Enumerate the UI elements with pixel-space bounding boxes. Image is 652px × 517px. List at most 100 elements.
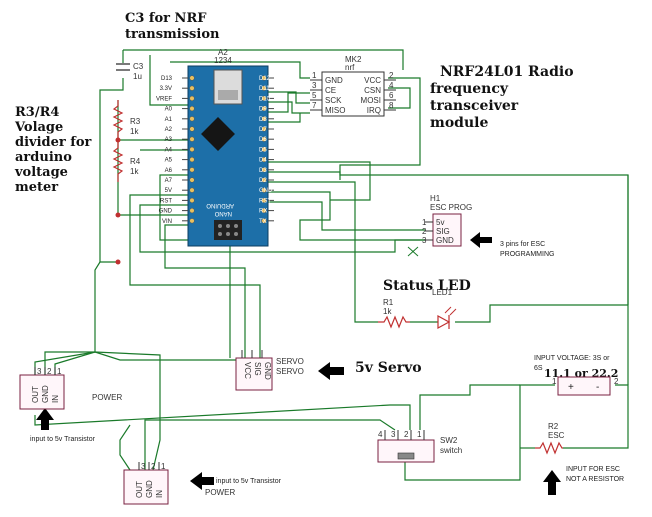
reg2-pin-num: 3 <box>141 462 146 471</box>
reg2-pin-label: OUT <box>135 481 144 498</box>
arduino-left-pin-label: VREF <box>156 96 172 102</box>
arduino-right-pin-label: D12 <box>259 76 271 82</box>
resistor-r1[interactable]: R1 1k <box>378 298 410 329</box>
mcu-chip-icon <box>201 117 235 151</box>
nrf-left-pin-num: 3 <box>312 81 317 90</box>
reg1-pin-num: 2 <box>47 367 52 376</box>
nrf-right-pin-label: IRQ <box>367 106 381 115</box>
board-text-2: NANO <box>214 210 232 216</box>
junction-dot <box>115 137 121 143</box>
nrf-left-pin-label: GND <box>325 76 343 85</box>
arduino-right-pin-label: RST <box>259 198 271 204</box>
nrf-left-pin-num: 7 <box>312 101 317 110</box>
arrow-up-transistor-icon <box>36 408 54 430</box>
reg2-pin-label: GND <box>145 480 154 498</box>
arduino-nano[interactable]: A2 1234 ARDUINO NANO D133.3VVREFA0A1A2A3… <box>156 48 274 247</box>
nrf-right-pin-num: 4 <box>389 81 394 90</box>
reg1-body <box>19 374 65 410</box>
sw2-pin-num: 1 <box>417 430 422 439</box>
reg2-label: POWER <box>205 488 235 497</box>
arduino-right-pin-label: D8 <box>259 117 267 123</box>
switch-toggle-icon <box>397 452 415 460</box>
arduino-left-pin-label: GND <box>159 209 173 215</box>
arduino-left-pin-label: A3 <box>165 137 173 143</box>
arduino-left-pin-label: A6 <box>165 168 173 174</box>
led-icon <box>437 314 451 330</box>
nrf-right-pin-label: VCC <box>364 76 381 85</box>
arduino-left-pin-label: A2 <box>165 127 173 133</box>
nrf-right-pin-num: 6 <box>389 91 394 100</box>
sw2-pin-num: 4 <box>378 430 383 439</box>
led1[interactable]: LED1 <box>432 288 457 330</box>
arduino-left-pin-label: VIN <box>162 219 172 225</box>
arduino-left-pin-label: A4 <box>165 147 173 153</box>
esc-pins-note-line2: PROGRAMMING <box>500 251 554 258</box>
arduino-right-pin-label: D6 <box>259 137 267 143</box>
servo-pin-label: VCC <box>243 362 252 379</box>
arduino-right-pin-label: D7 <box>259 127 267 133</box>
nrf-value: nrf <box>345 63 355 72</box>
nrf-title-line2: frequency <box>430 81 509 97</box>
nrf-title-line4: module <box>430 115 488 131</box>
arduino-right-pin-label: D10 <box>259 96 271 102</box>
capacitor-c3[interactable]: C3 1u <box>116 62 144 81</box>
arrow-left-esc-icon <box>470 232 492 248</box>
esc-input-note-line2: NOT A RESISTOR <box>566 476 624 483</box>
reg1-pin-label: GND <box>41 385 50 403</box>
r2-value: ESC <box>548 431 565 440</box>
junction-dot <box>115 212 121 218</box>
arduino-left-pin-label: A1 <box>165 117 173 123</box>
esc-prog-pin-label: SIG <box>436 227 450 236</box>
resistor-r3[interactable]: R3 1k <box>112 100 141 140</box>
reg2-body <box>123 469 169 505</box>
arduino-right-pin-label: D9 <box>259 107 267 113</box>
resistor-r2[interactable]: R2 ESC <box>535 422 565 455</box>
r3r4-title-line1: R3/R4 <box>15 105 59 120</box>
arduino-left-pin-label: A0 <box>165 107 173 113</box>
nrf-right-pin-num: 2 <box>389 71 394 80</box>
servo-label-top: SERVO <box>276 357 304 366</box>
servo-pin-label: GND <box>263 362 272 380</box>
arduino-left-pin-label: 3.3V <box>160 86 172 92</box>
nrf-title-line1: NRF24L01 Radio <box>440 64 574 80</box>
reg1-pin-label: OUT <box>31 386 40 403</box>
arduino-left-pin-label: 5V <box>165 188 172 194</box>
nrf-right-pin-num: 8 <box>389 101 394 110</box>
reg1-label: POWER <box>92 393 122 402</box>
nrf-ref: MK2 <box>345 55 362 64</box>
arduino-right-pin-label: GND <box>259 188 273 194</box>
junction-dot <box>115 259 121 265</box>
arduino-right-pin-label: D5 <box>259 147 267 153</box>
nrf-left-pin-label: MISO <box>325 106 345 115</box>
battery-minus: - <box>596 382 599 393</box>
reg1-pin-label: IN <box>51 395 60 403</box>
esc-prog-pin-num: 1 <box>422 218 427 227</box>
status-led-title: Status LED <box>383 278 471 294</box>
annotations: C3 for NRF transmission NRF24L01 Radio f… <box>14 11 624 485</box>
nrf-left-pin-label: SCK <box>325 96 342 105</box>
transistor-note-2: input to 5v Transistor <box>216 478 282 485</box>
servo-title: 5v Servo <box>355 360 422 376</box>
battery-input[interactable]: 1 2 + - <box>552 376 619 396</box>
battery-body <box>557 376 611 396</box>
nrf-left-pin-num: 1 <box>312 71 317 80</box>
resistor-r4[interactable]: R4 1k <box>112 140 141 182</box>
servo-label-bot: SERVO <box>276 367 304 376</box>
c3-ref: C3 <box>133 62 144 71</box>
c3-value: 1u <box>133 72 142 81</box>
r3-ref: R3 <box>130 117 141 126</box>
nrf-module[interactable]: MK2 nrf GND1CE3SCK5MISO7VCC2CSN4MOSI6IRQ… <box>310 55 396 117</box>
reg2-pin-label: IN <box>155 490 164 498</box>
esc-prog-pin-num: 3 <box>422 236 427 245</box>
battery-pin-1: 1 <box>552 377 557 386</box>
c3-title-line2: transmission <box>125 27 220 42</box>
